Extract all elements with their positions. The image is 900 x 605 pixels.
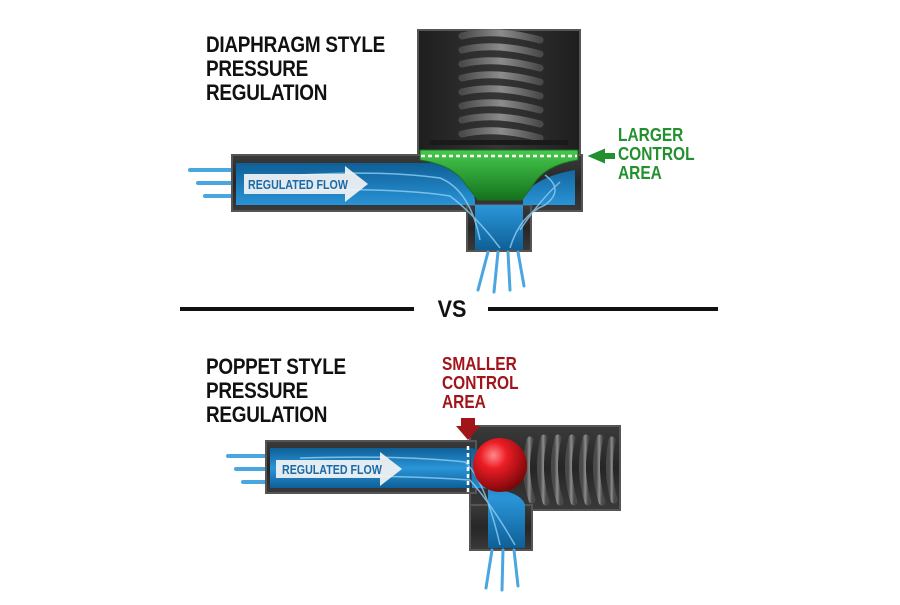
poppet-flow-arrow <box>276 452 402 486</box>
separator-line-right <box>488 307 718 311</box>
diaphragm-flow-arrow <box>244 166 368 202</box>
poppet-title-line-2: PRESSURE <box>206 378 309 403</box>
diaphragm-spring <box>458 29 544 142</box>
vs-label: VS <box>437 296 467 323</box>
diaphragm-title: DIAPHRAGM STYLE PRESSURE REGULATION <box>206 33 385 105</box>
larger-control-area-callout: LARGER CONTROL AREA <box>618 126 695 183</box>
poppet-outlet-stream <box>484 548 520 592</box>
separator-line-left <box>180 307 414 311</box>
smaller-callout-line-2: CONTROL <box>442 373 519 393</box>
smaller-control-area-callout: SMALLER CONTROL AREA <box>442 355 519 412</box>
poppet-title-line-1: POPPET STYLE <box>206 354 346 379</box>
spring-seat <box>430 140 568 145</box>
diaphragm-regulator <box>188 29 615 294</box>
poppet-ball <box>473 438 527 492</box>
poppet-flow-label: REGULATED FLOW <box>282 462 382 477</box>
diaphragm-title-line-1: DIAPHRAGM STYLE <box>206 32 386 57</box>
larger-area-pointer-arrow <box>587 148 615 164</box>
diaphragm-membrane <box>419 149 579 201</box>
diaphragm-title-line-2: PRESSURE <box>206 56 309 81</box>
diaphragm-title-line-3: REGULATION <box>206 80 328 105</box>
larger-callout-line-1: LARGER <box>618 125 684 145</box>
poppet-inlet-stream-lines <box>226 454 272 484</box>
poppet-regulator <box>226 418 621 592</box>
smaller-callout-line-1: SMALLER <box>442 354 517 374</box>
poppet-title-line-3: REGULATION <box>206 402 328 427</box>
diaphragm-flow-label: REGULATED FLOW <box>248 177 348 192</box>
diaphragm-outlet-stream <box>476 250 526 294</box>
smaller-callout-line-3: AREA <box>442 392 486 412</box>
inlet-stream-lines <box>188 168 237 198</box>
poppet-title: POPPET STYLE PRESSURE REGULATION <box>206 355 346 427</box>
larger-callout-line-3: AREA <box>618 163 662 183</box>
smaller-area-pointer-arrow <box>456 418 480 440</box>
larger-callout-line-2: CONTROL <box>618 144 695 164</box>
diaphragm-housing <box>417 29 581 159</box>
vs-separator <box>180 307 718 311</box>
